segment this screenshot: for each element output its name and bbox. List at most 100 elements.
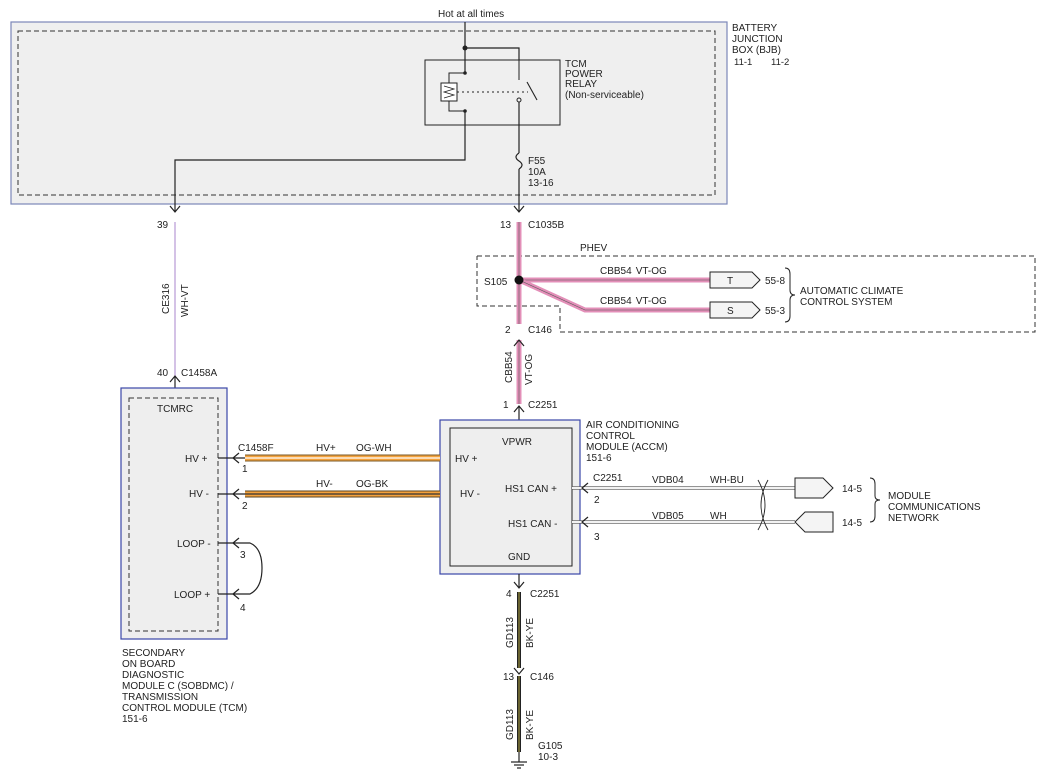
gnd-c146-arrow	[513, 667, 525, 675]
tcm-feed-wire-bjb	[174, 111, 466, 212]
sobdmc-name-6: CONTROL MODULE (TCM)	[122, 703, 247, 714]
can-plus-pin: 2	[594, 495, 600, 506]
loop-pin-3: 3	[240, 550, 246, 561]
phev-dashed-region	[476, 255, 1036, 333]
sobdmc-loop-plus: LOOP +	[174, 590, 210, 601]
relay-name-2: POWER	[565, 69, 603, 80]
gnd-c2251-name: C2251	[530, 589, 560, 600]
c1035b-name: C1035B	[528, 220, 564, 231]
ground-ref: 10-3	[538, 752, 558, 763]
can-minus-arrow	[581, 516, 589, 528]
twisted-pair-symbol	[757, 479, 769, 531]
accm-hv-minus: HV -	[460, 489, 480, 500]
gnd-c2251-pin: 4	[506, 589, 512, 600]
c1035b-pin: 13	[500, 220, 512, 231]
tcm-feed-circuit: CE316	[161, 283, 172, 314]
c1458a-name: C1458A	[181, 368, 217, 379]
splice-id: S105	[484, 277, 508, 288]
splice-connector: C146	[528, 325, 552, 336]
branch-bottom-tag-text: S	[727, 306, 734, 317]
sobdmc-name-5: TRANSMISSION	[122, 692, 198, 703]
accm-name-2: CONTROL	[586, 431, 635, 442]
tcm-feed-bjb-pin: 39	[157, 220, 169, 231]
relay-coil-return	[448, 101, 465, 112]
mcn-name-1: MODULE	[888, 491, 931, 502]
can-minus-circuit: VDB05	[652, 511, 684, 522]
bjb-ref-1: 11-1	[734, 57, 752, 68]
hv-plus-color: OG-WH	[356, 443, 392, 454]
can-plus-arrow	[581, 482, 589, 494]
accm-can-minus: HS1 CAN -	[508, 519, 557, 530]
hv-connector: C1458F	[238, 443, 274, 454]
mcn-name-3: NETWORK	[888, 513, 939, 524]
bjb-ref-2: 11-2	[771, 57, 789, 68]
can-plus-circuit: VDB04	[652, 475, 684, 486]
sobdmc-name-2: ON BOARD	[122, 659, 175, 670]
branch-bottom-tag	[709, 301, 761, 319]
can-plus-ref: 14-5	[842, 484, 862, 495]
c1035b-arrow	[513, 205, 525, 213]
loop-plus-arrow	[232, 588, 240, 600]
relay-name-1: TCM	[565, 59, 587, 70]
gnd-circuit-2: GD113	[505, 709, 516, 740]
hv-minus-circuit: HV-	[316, 479, 333, 490]
bjb-inner-dashed	[17, 30, 716, 196]
sobdmc-hv-minus: HV -	[189, 489, 209, 500]
accm-inner	[449, 427, 573, 567]
sobdmc-inner-label: TCMRC	[157, 404, 193, 415]
splice-pin: 2	[505, 325, 511, 336]
branch-top-tag	[709, 271, 761, 289]
mcn-brace	[869, 477, 881, 523]
can-minus-pin: 3	[594, 532, 600, 543]
sobdmc-box	[120, 387, 228, 640]
hv-minus-arrow	[232, 488, 240, 500]
c146-arrow	[513, 339, 525, 347]
fuse-ref: 13-16	[528, 178, 554, 189]
sobdmc-name-3: DIAGNOSTIC	[122, 670, 184, 681]
accm-can-plus: HS1 CAN +	[505, 484, 557, 495]
sobdmc-loop-minus: LOOP -	[177, 539, 211, 550]
relay-node-top	[463, 71, 467, 75]
gnd-color-1: BK-YE	[525, 618, 536, 648]
c2251-top-name: C2251	[528, 400, 558, 411]
bjb-box	[10, 21, 728, 205]
sobdmc-name-4: MODULE C (SOBDMC) /	[122, 681, 234, 692]
can-minus-tag	[794, 511, 834, 533]
sobdmc-name-7: 151-6	[122, 714, 148, 725]
bjb-name-2: JUNCTION	[732, 34, 783, 45]
gnd-c146-pin: 13	[503, 672, 515, 683]
mcn-name-2: COMMUNICATIONS	[888, 502, 981, 513]
accm-name-3: MODULE (ACCM)	[586, 442, 668, 453]
tcm-feed-arrow	[169, 205, 181, 213]
loop-jumper-wire	[242, 542, 263, 595]
fuse-symbol	[515, 152, 523, 170]
bjb-name-3: BOX (BJB)	[732, 45, 781, 56]
relay-name-4: (Non-serviceable)	[565, 90, 644, 101]
branch-top-ref: 55-8	[765, 276, 785, 287]
gnd-c146-name: C146	[530, 672, 554, 683]
acs-name-1: AUTOMATIC CLIMATE	[800, 286, 904, 297]
vpwr-wire-color: VT-OG	[524, 354, 535, 385]
acs-name-2: CONTROL SYSTEM	[800, 297, 892, 308]
accm-vpwr: VPWR	[502, 437, 532, 448]
ground-id: G105	[538, 741, 563, 752]
relay-switch-feed	[465, 47, 520, 60]
can-plus-color: WH-BU	[710, 475, 744, 486]
can-plus-tag	[794, 477, 834, 499]
relay-name-3: RELAY	[565, 79, 597, 90]
hv-plus-arrow	[232, 452, 240, 464]
relay-coil-left	[448, 72, 465, 83]
accm-name-4: 151-6	[586, 453, 612, 464]
relay-switch-arm	[526, 81, 538, 101]
c2251-top-pin: 1	[503, 400, 509, 411]
hv-minus-color: OG-BK	[356, 479, 389, 490]
branch-bottom-ref: 55-3	[765, 306, 785, 317]
sobdmc-name-1: SECONDARY	[122, 648, 185, 659]
fuse-id: F55	[528, 156, 546, 167]
c1458a-pin: 40	[157, 368, 169, 379]
accm-hv-plus: HV +	[455, 454, 478, 465]
sobdmc-hv-plus: HV +	[185, 454, 208, 465]
